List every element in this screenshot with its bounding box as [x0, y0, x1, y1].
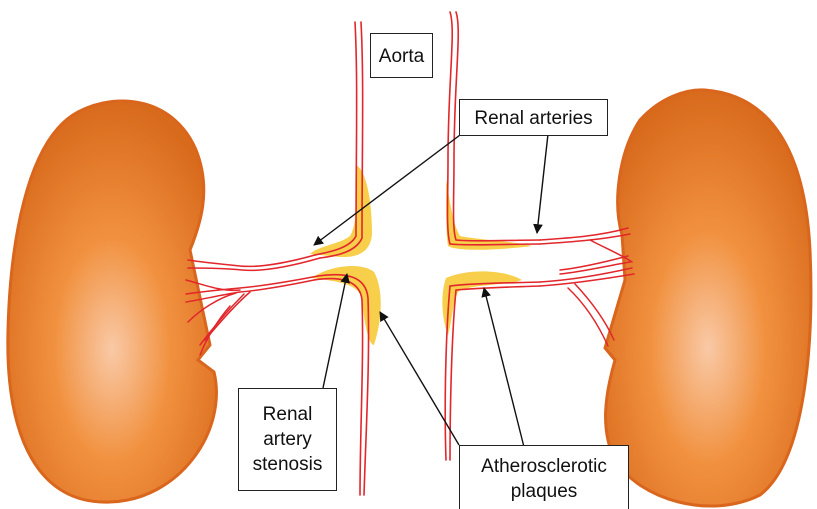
label-renal-arteries: Renal arteries — [459, 99, 608, 136]
plaques — [310, 165, 532, 345]
plaque-upper-right — [446, 180, 532, 250]
label-renal-arteries-text: Renal arteries — [460, 100, 607, 137]
label-plaques: Atherosclerotic plaques — [459, 445, 629, 509]
label-stenosis-line2: artery — [239, 427, 336, 452]
right-kidney — [605, 90, 811, 506]
arrow-plaques-right — [484, 288, 524, 447]
label-stenosis-line1: Renal — [239, 402, 336, 427]
label-stenosis: Renal artery stenosis — [238, 388, 337, 491]
pointer-arrows — [314, 129, 548, 447]
left-kidney — [8, 101, 217, 502]
label-plaques-line2: plaques — [460, 479, 628, 504]
label-stenosis-line3: stenosis — [239, 452, 336, 477]
label-aorta-text: Aorta — [371, 34, 432, 79]
arrow-renal-arteries-left — [314, 129, 468, 245]
arrow-stenosis — [323, 274, 347, 388]
label-aorta: Aorta — [370, 33, 433, 78]
arrow-renal-arteries-right — [537, 134, 548, 233]
left-renal-artery — [186, 255, 320, 355]
label-plaques-line1: Atherosclerotic — [460, 454, 628, 479]
